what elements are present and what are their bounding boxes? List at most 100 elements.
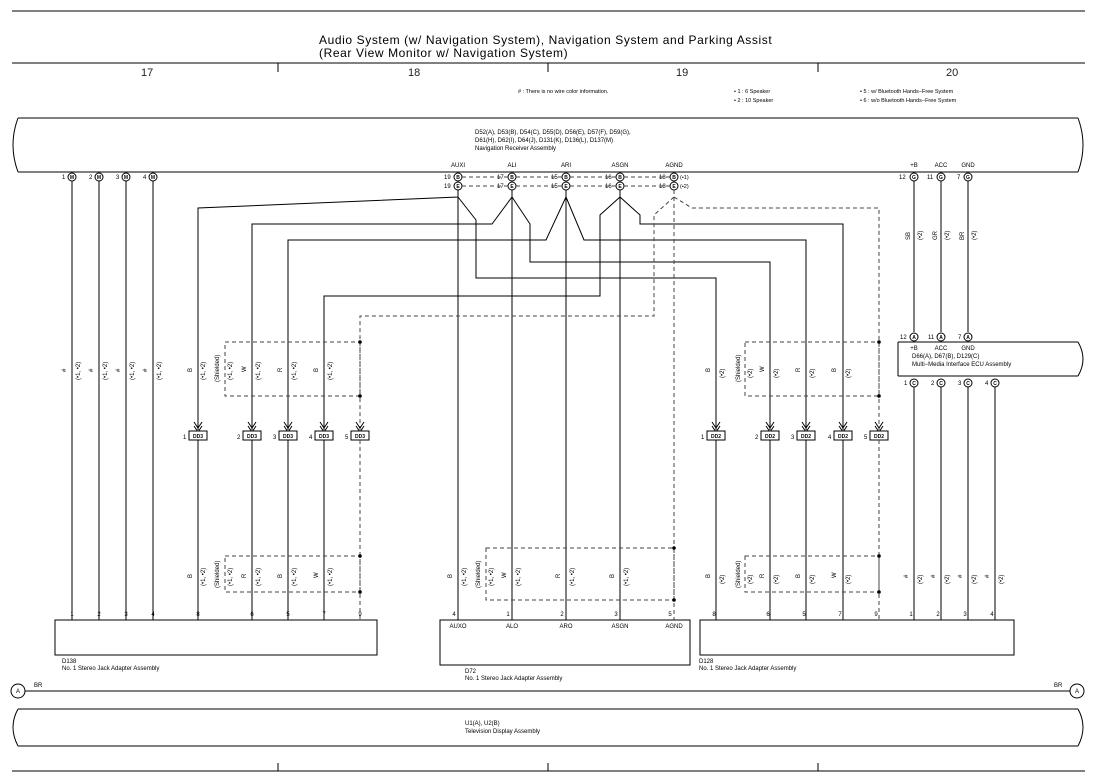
- d128-code: D128: [699, 659, 714, 665]
- svg-text:5: 5: [668, 612, 672, 618]
- shield-node: [672, 598, 676, 602]
- wire-color-label: SB: [906, 232, 912, 240]
- svg-text:7: 7: [838, 612, 842, 618]
- wire-note-label: (•2): [972, 575, 978, 584]
- wire-note-label: (•1, •2): [292, 568, 298, 586]
- wire-note-label: (•2): [720, 369, 726, 378]
- svg-text:5: 5: [802, 612, 806, 618]
- svg-text:A: A: [939, 335, 943, 341]
- svg-text:B: B: [618, 175, 622, 181]
- shield-node: [358, 554, 362, 558]
- nav-signal-asgn: ASGN 16 B 16 E: [605, 163, 629, 191]
- svg-text:19: 19: [444, 175, 451, 181]
- nav-receiver-name: Navigation Receiver Assembly: [475, 146, 556, 152]
- wire-note-label: (•1, •2): [489, 568, 495, 586]
- wire-color-label: B: [448, 574, 454, 578]
- d72-code: D72: [465, 669, 477, 675]
- wire-color-label: #: [62, 368, 68, 372]
- nav-receiver-codes: D61(H), D62(I), D64(J), D131(K), D136(L)…: [475, 138, 613, 144]
- shield-node: [358, 340, 362, 344]
- mmi-bottom-pins: 1 C 2 C 3 C 4 C: [904, 378, 1000, 620]
- svg-text:12: 12: [900, 335, 907, 341]
- wire-note-label: (•1, •2): [76, 362, 82, 380]
- svg-text:G: G: [939, 175, 943, 181]
- svg-text:9: 9: [874, 612, 878, 618]
- svg-text:4: 4: [990, 612, 994, 618]
- shielded-box-d72: [485, 547, 675, 601]
- svg-text:19: 19: [444, 184, 451, 190]
- svg-text:2: 2: [560, 612, 564, 618]
- svg-text:GND: GND: [961, 346, 975, 352]
- shielded-box-dd2-lower: [744, 555, 880, 593]
- svg-text:3: 3: [116, 175, 120, 181]
- tv-display-name: Television Display Assembly: [465, 729, 540, 735]
- wire-note-label: (•2): [748, 575, 754, 584]
- nav-left-pin: 1 M: [62, 172, 77, 182]
- svg-text:1: 1: [701, 435, 705, 441]
- nav-power-pin-gnd: GND 7 G: [957, 163, 975, 182]
- wire-color-label: GR: [933, 230, 939, 240]
- wire-note-label: (•2): [846, 575, 852, 584]
- wire-note-label: (•1, •2): [201, 362, 207, 380]
- svg-text:+B: +B: [910, 346, 918, 352]
- svg-text:2: 2: [89, 175, 93, 181]
- nav-power-pin-acc: ACC 11 G: [927, 163, 948, 182]
- note-speaker-2: • 2 : 10 Speaker: [734, 98, 773, 104]
- svg-text:GND: GND: [961, 163, 975, 169]
- svg-text:17: 17: [497, 175, 504, 181]
- wire-color-label: R: [242, 573, 248, 578]
- wire-color-label: W: [314, 572, 320, 578]
- nav-left-pin: 4 M: [143, 172, 158, 182]
- svg-text:ALO: ALO: [506, 624, 518, 630]
- svg-text:E: E: [510, 184, 514, 190]
- svg-text:G: G: [912, 175, 916, 181]
- wire-note-label: (•2): [720, 575, 726, 584]
- svg-text:ASGN: ASGN: [611, 163, 628, 169]
- d72-box: [439, 619, 691, 666]
- diagram-title-line2: (Rear View Monitor w/ Navigation System): [319, 46, 568, 60]
- svg-text:DD2: DD2: [874, 434, 884, 440]
- wire-note-label: (•1, •2): [157, 362, 163, 380]
- mmi-ecu-name: Multi−Media Interface ECU Assembly: [912, 362, 1011, 368]
- svg-text:3: 3: [124, 612, 128, 618]
- svg-text:5: 5: [864, 435, 868, 441]
- wire-note-label: (•1, •2): [328, 362, 334, 380]
- wire-note-label: (•1, •2): [201, 568, 207, 586]
- svg-text:ASGN: ASGN: [611, 624, 628, 630]
- mmi-top-pin-acc: 11 A ACC: [928, 332, 948, 352]
- svg-text:3: 3: [614, 612, 618, 618]
- shielded-label: (Shielded): [736, 355, 742, 382]
- svg-text:DD2: DD2: [765, 434, 775, 440]
- nav-power-pin-plus-b: +B 12 G: [899, 163, 919, 182]
- shielded-box-dd3-lower: [224, 555, 361, 593]
- note-wire-color: # : There is no wire color information.: [518, 89, 609, 95]
- shield-node: [358, 590, 362, 594]
- svg-text:E: E: [456, 184, 460, 190]
- svg-text:A: A: [966, 335, 970, 341]
- shielded-label: (Shielded): [215, 355, 221, 382]
- svg-text:1: 1: [62, 175, 66, 181]
- svg-text:3: 3: [791, 435, 795, 441]
- svg-text:AGND: AGND: [665, 624, 683, 630]
- wire-color-label: #: [143, 368, 149, 372]
- nav-left-pin: 3 M: [116, 172, 131, 182]
- tv-display-box: [12, 708, 1084, 747]
- shield-node: [877, 340, 881, 344]
- wire-color-label: B: [706, 368, 712, 372]
- svg-text:(•1): (•1): [680, 175, 689, 181]
- svg-text:DD3: DD3: [319, 434, 329, 440]
- svg-text:DD3: DD3: [283, 434, 293, 440]
- svg-text:M: M: [151, 175, 155, 181]
- svg-text:ARO: ARO: [559, 624, 572, 630]
- wire-color-label: #: [89, 368, 95, 372]
- wire-color-label: R: [796, 367, 802, 372]
- d138-code: D138: [62, 659, 77, 665]
- wire-note-label: (•2): [748, 369, 754, 378]
- wire-color-label: B: [188, 368, 194, 372]
- d72-name: No. 1 Stereo Jack Adapter Assembly: [465, 676, 562, 682]
- svg-text:M: M: [70, 175, 74, 181]
- svg-text:1: 1: [909, 612, 913, 618]
- junction-dd2: 1 DD2 2 DD2 3 DD2 4 DD2 5 DD2: [701, 421, 889, 620]
- svg-text:15: 15: [551, 175, 558, 181]
- mmi-top-pin-plus-b: 12 A +B: [900, 332, 919, 352]
